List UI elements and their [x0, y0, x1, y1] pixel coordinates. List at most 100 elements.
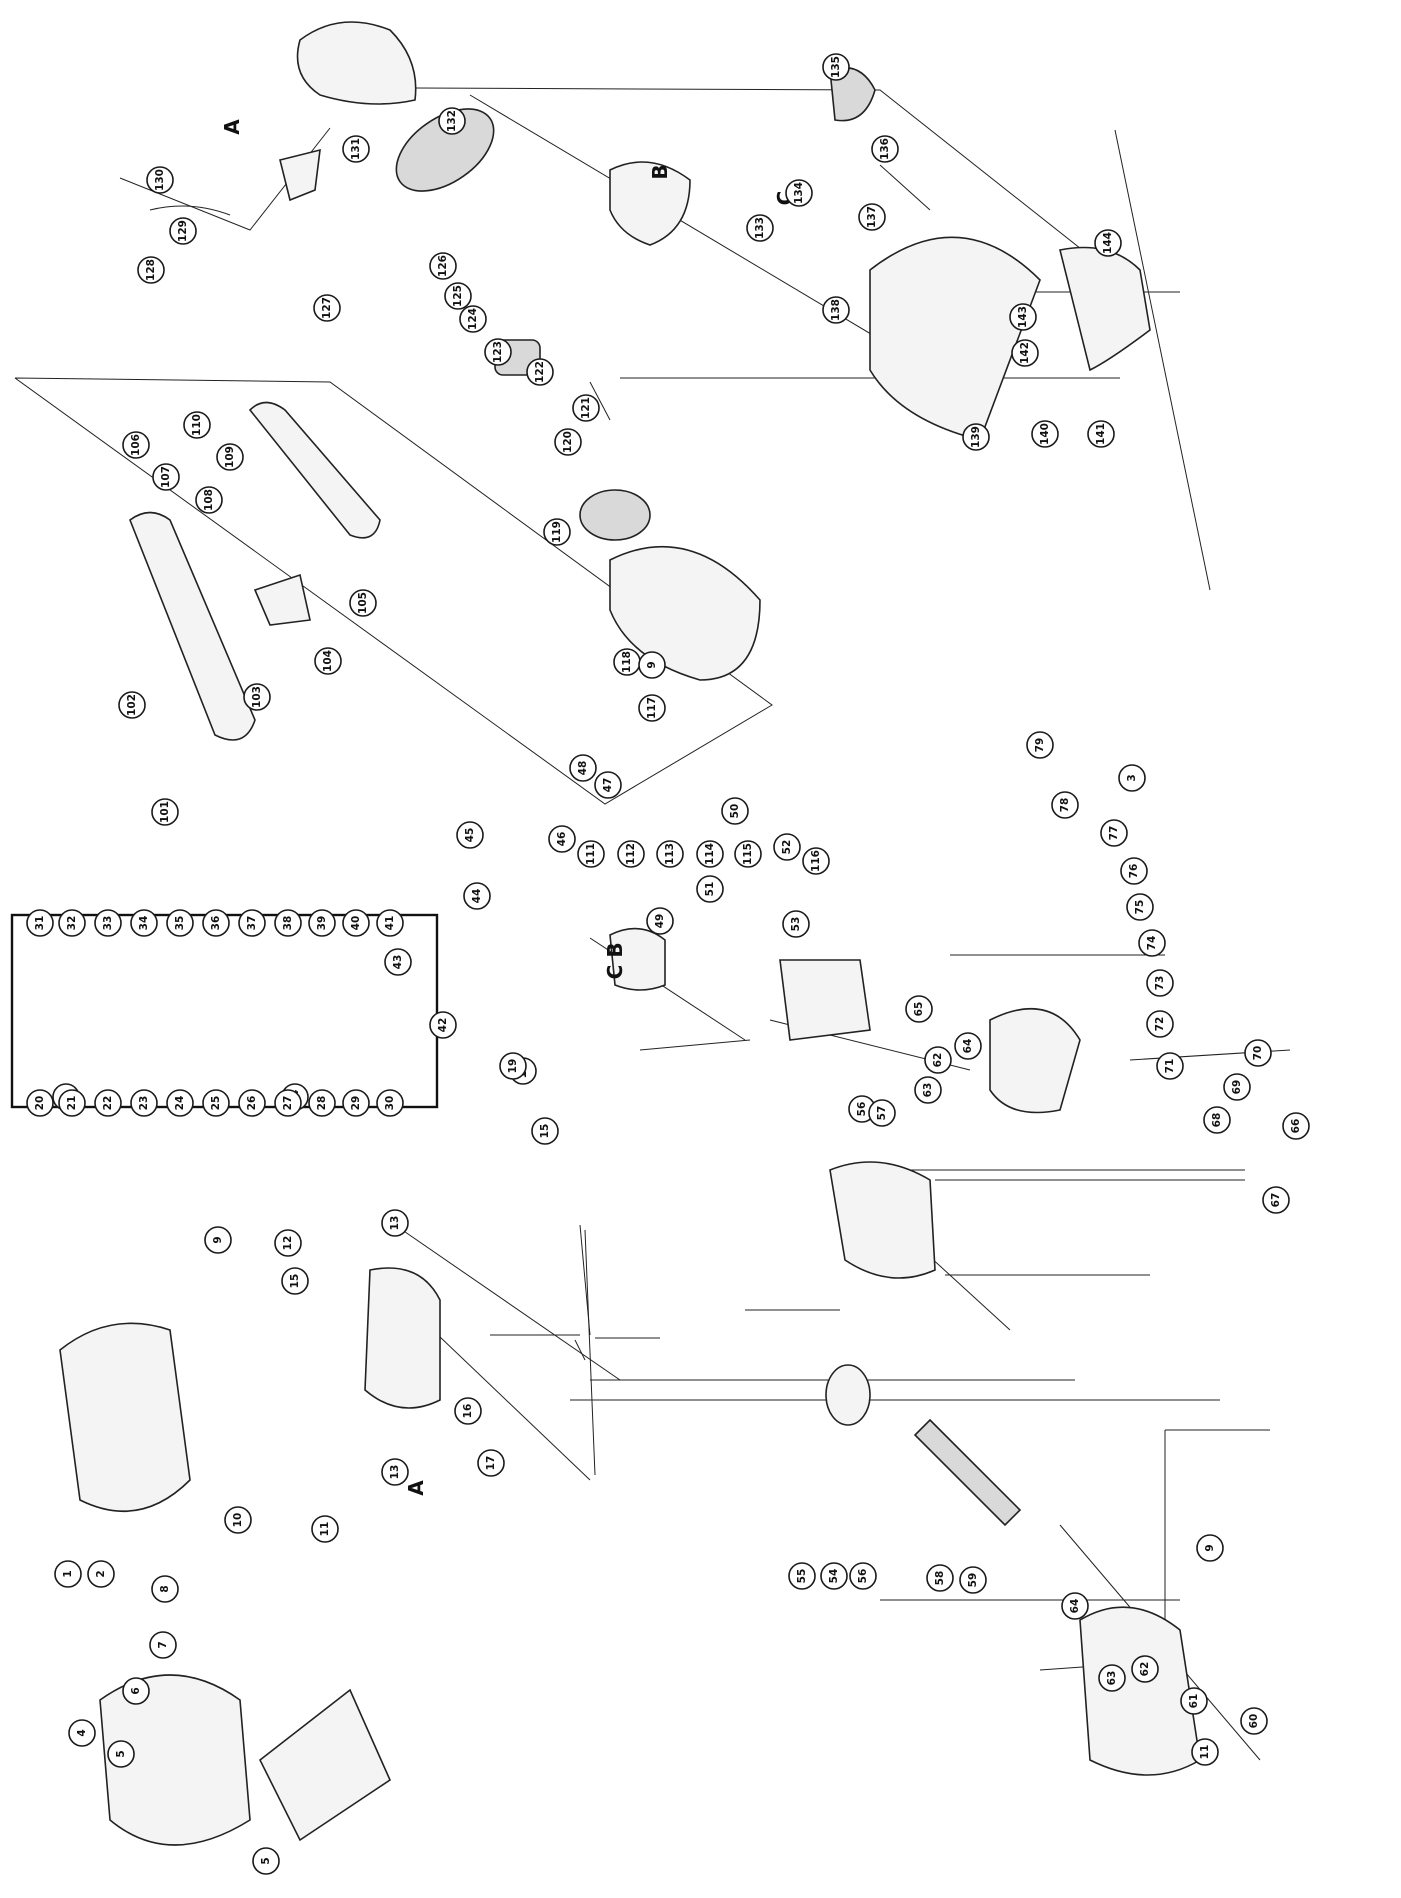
callout-circle [696, 875, 724, 903]
callout-number: 122 [534, 361, 546, 383]
callout-circle [785, 179, 813, 207]
callout-circle [1094, 229, 1122, 257]
part-callout-26: 26 [238, 1089, 266, 1117]
part-callout-77: 77 [1100, 819, 1128, 847]
callout-number: 56 [856, 1102, 868, 1117]
part-callout-144: 144 [1094, 229, 1122, 257]
part-callout-53: 53 [782, 910, 810, 938]
callout-circle [802, 847, 830, 875]
part-callout-3: 3 [1118, 764, 1146, 792]
part-callout-24: 24 [166, 1089, 194, 1117]
callout-circle [202, 1089, 230, 1117]
callout-circle [349, 589, 377, 617]
callout-number: 5 [115, 1750, 127, 1757]
callout-circle [1244, 1039, 1272, 1067]
callout-number: 13 [389, 1465, 401, 1480]
callout-number: 40 [350, 916, 362, 931]
callout-number: 47 [602, 778, 614, 793]
part-callout-122: 122 [526, 358, 554, 386]
callout-number: 44 [471, 889, 483, 904]
part-callout-12: 12 [274, 1229, 302, 1257]
callout-number: 6 [130, 1687, 142, 1694]
callout-circle [1087, 420, 1115, 448]
carburetor-detail-inset [10, 913, 439, 1109]
callout-circle [1100, 819, 1128, 847]
callout-number: 103 [251, 686, 263, 708]
callout-number: 129 [177, 220, 189, 242]
callout-number: 131 [350, 138, 362, 160]
callout-circle [26, 909, 54, 937]
callout-number: 77 [1108, 826, 1120, 841]
callout-circle [858, 203, 886, 231]
part-callout-54: 54 [820, 1562, 848, 1590]
callout-circle [782, 910, 810, 938]
callout-number: 46 [556, 832, 568, 847]
callout-number: 50 [729, 804, 741, 819]
callout-number: 116 [810, 850, 822, 872]
callout-circle [152, 463, 180, 491]
callout-circle [871, 135, 899, 163]
part-callout-61: 61 [1180, 1687, 1208, 1715]
part-callout-6: 6 [122, 1677, 150, 1705]
callout-number: 117 [646, 697, 658, 719]
callout-circle [773, 833, 801, 861]
callout-number: 134 [793, 182, 805, 204]
callout-circle [122, 431, 150, 459]
part-callout-11: 11 [311, 1515, 339, 1543]
callout-circle [577, 840, 605, 868]
callout-number: 101 [159, 801, 171, 823]
callout-number: 62 [1139, 1662, 1151, 1677]
callout-circle [1061, 1592, 1089, 1620]
part-callout-9: 9 [204, 1226, 232, 1254]
callout-circle [1180, 1687, 1208, 1715]
callout-number: 114 [704, 843, 716, 865]
callout-number: 29 [350, 1096, 362, 1111]
callout-circle [1126, 893, 1154, 921]
part-callout-22: 22 [94, 1089, 122, 1117]
part-callout-33: 33 [94, 909, 122, 937]
callout-number: 10 [232, 1513, 244, 1528]
callout-number: 128 [145, 259, 157, 281]
part-callout-121: 121 [572, 394, 600, 422]
callout-circle [822, 296, 850, 324]
callout-number: 26 [246, 1096, 258, 1111]
part-callout-43: 43 [384, 948, 412, 976]
part-callout-17: 17 [477, 1449, 505, 1477]
callout-number: 109 [224, 446, 236, 468]
callout-number: 111 [585, 843, 597, 865]
part-callout-35: 35 [166, 909, 194, 937]
callout-number: 104 [322, 650, 334, 672]
part-callout-62: 62 [1131, 1655, 1159, 1683]
callout-number: 142 [1019, 342, 1031, 364]
callout-circle [924, 1046, 952, 1074]
part-callout-104: 104 [314, 647, 342, 675]
part-callout-114: 114 [696, 840, 724, 868]
part-callout-71: 71 [1156, 1052, 1184, 1080]
part-callout-135: 135 [822, 53, 850, 81]
callout-number: 64 [1069, 1599, 1081, 1614]
callout-number: 8 [159, 1585, 171, 1592]
callout-number: 119 [551, 521, 563, 543]
callout-number: 30 [384, 1096, 396, 1111]
callout-circle [68, 1719, 96, 1747]
callout-circle [122, 1677, 150, 1705]
part-callout-131: 131 [342, 135, 370, 163]
part-callout-21: 21 [58, 1089, 86, 1117]
callout-circle [238, 1089, 266, 1117]
part-callout-15: 15 [531, 1117, 559, 1145]
part-callout-139: 139 [962, 423, 990, 451]
callout-number: 139 [970, 426, 982, 448]
part-callout-116: 116 [802, 847, 830, 875]
callout-number: 135 [830, 56, 842, 78]
callout-number: 137 [866, 206, 878, 228]
callout-circle [146, 166, 174, 194]
callout-number: 11 [319, 1522, 331, 1537]
part-callout-20: 20 [26, 1089, 54, 1117]
part-callout-124: 124 [459, 305, 487, 333]
callout-circle [646, 907, 674, 935]
part-callout-32: 32 [58, 909, 86, 937]
callout-number: 9 [646, 661, 658, 668]
callout-circle [137, 256, 165, 284]
callout-number: 127 [321, 297, 333, 319]
callout-number: 143 [1017, 306, 1029, 328]
